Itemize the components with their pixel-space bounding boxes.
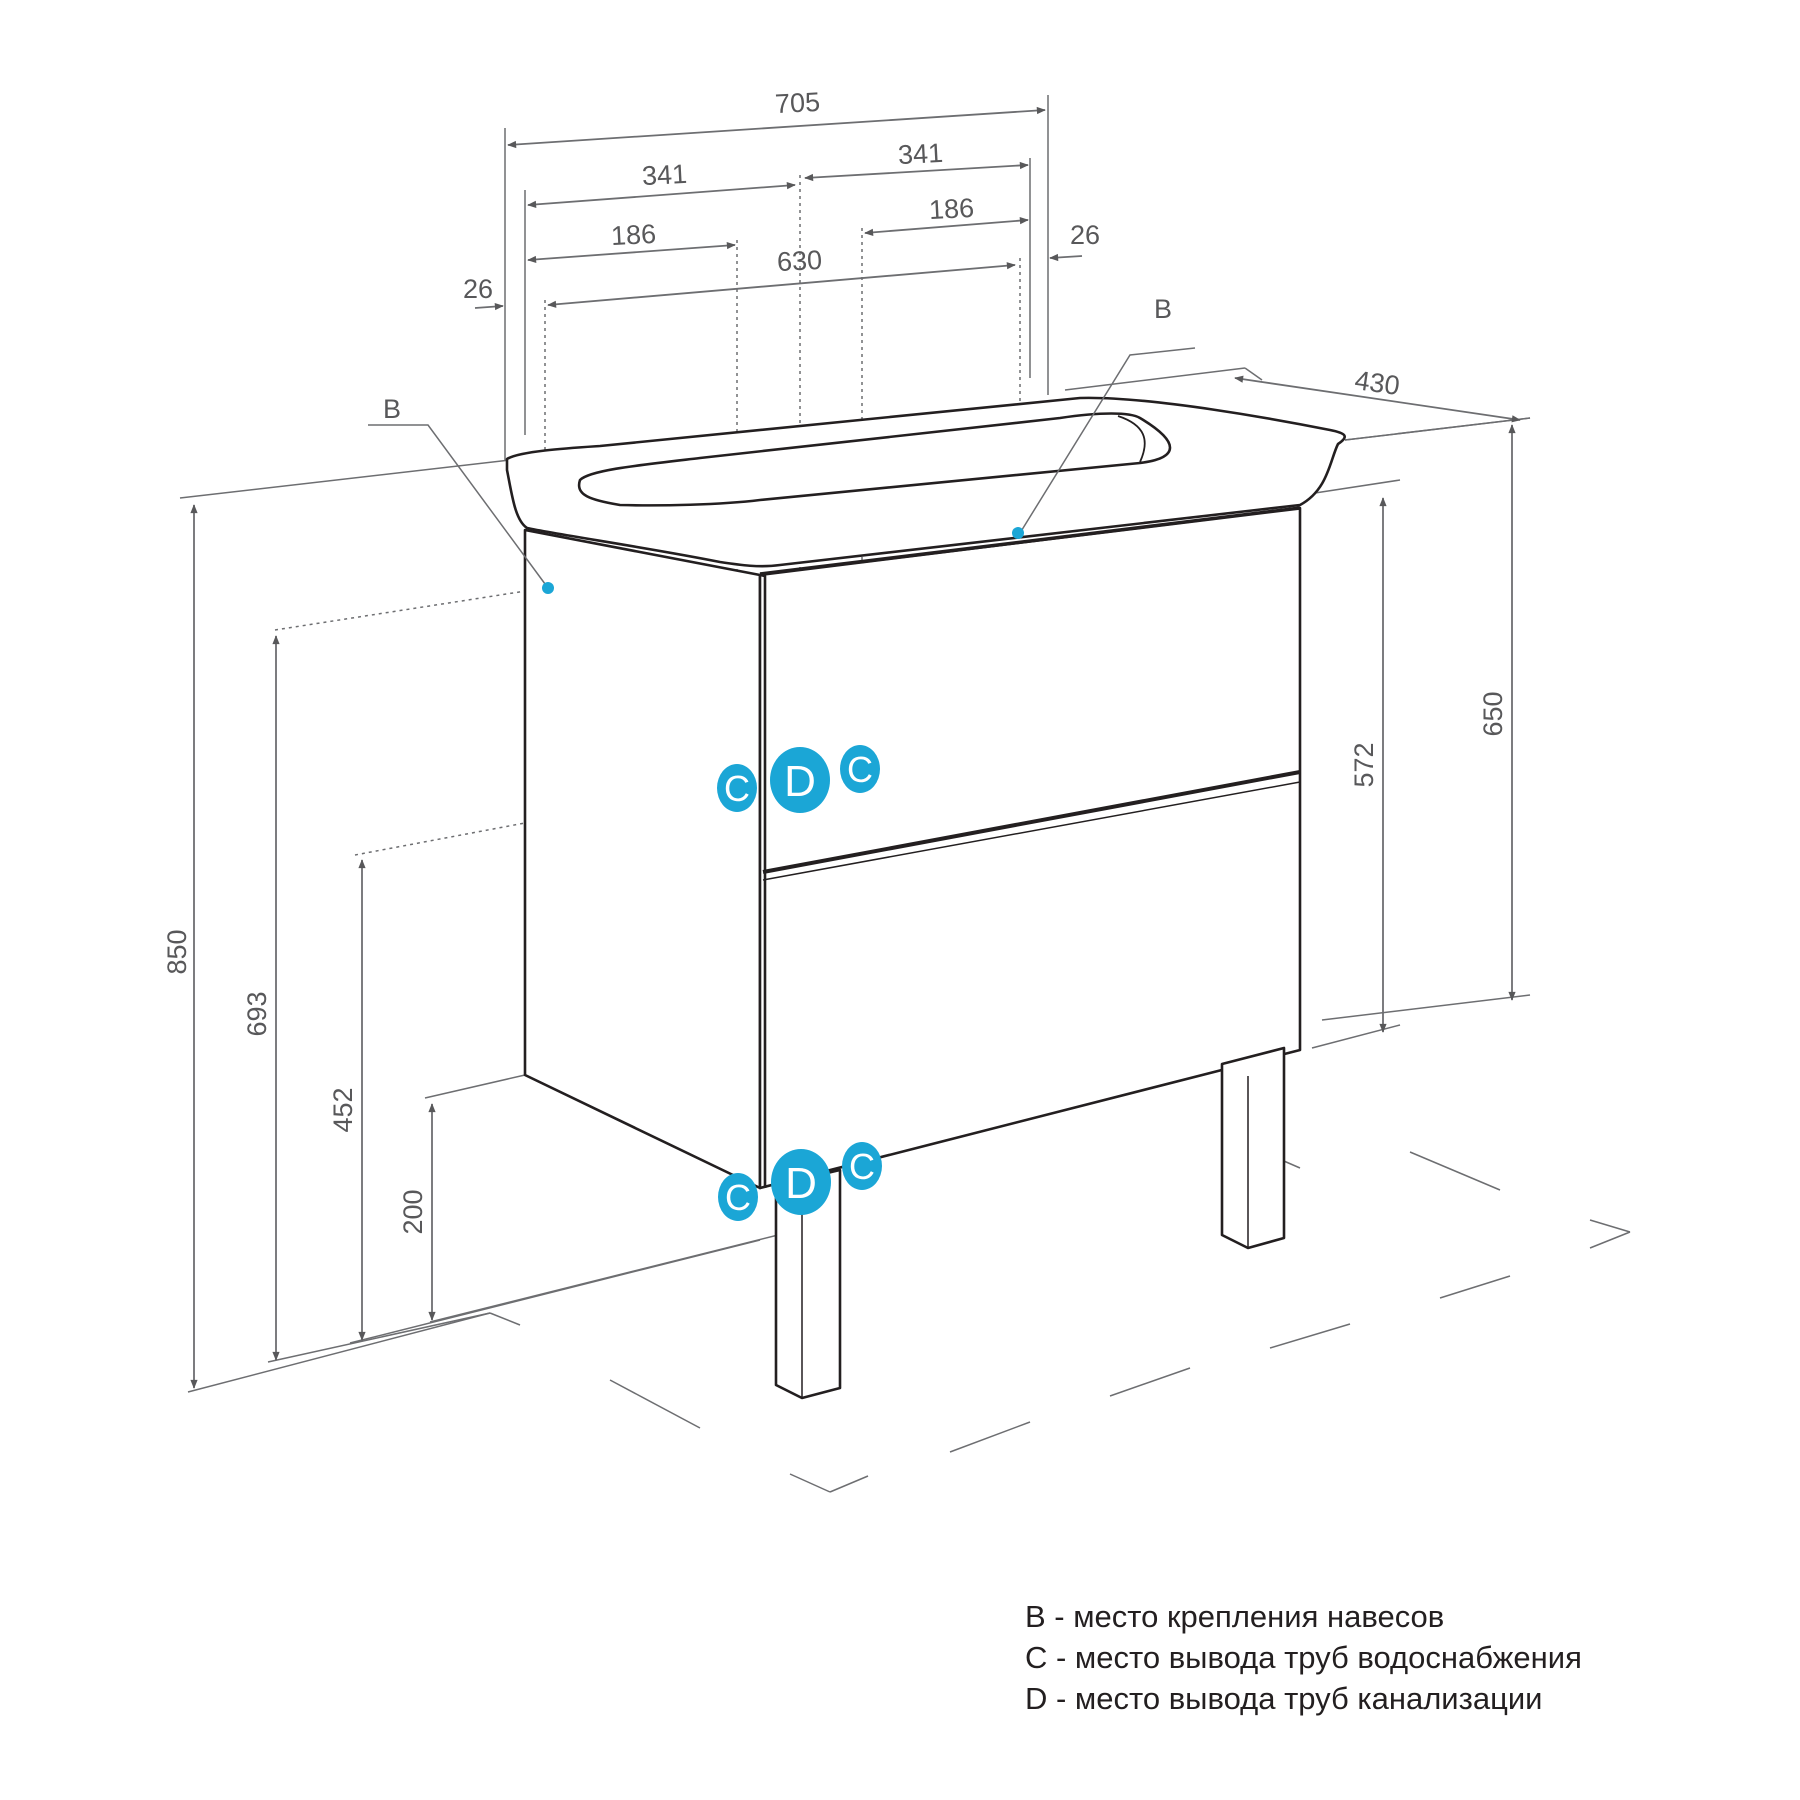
dim-front-height: 572 xyxy=(1349,742,1379,787)
dim-line-right-inner xyxy=(864,217,1029,236)
cabinet xyxy=(523,506,1302,1190)
dim-right-inner: 186 xyxy=(928,193,975,225)
marker-c-upper-left-letter: C xyxy=(724,768,750,809)
mount-point-left xyxy=(542,582,554,594)
b-leaders xyxy=(368,347,1196,589)
label-b-left: B xyxy=(383,394,401,424)
markers-upper: C D C xyxy=(717,745,880,813)
dimension-lines xyxy=(190,106,1521,1389)
marker-d-upper xyxy=(770,747,830,813)
marker-d-lower-letter: D xyxy=(785,1159,817,1208)
markers-lower: C D C xyxy=(718,1142,882,1221)
dim-total-height: 850 xyxy=(162,929,192,974)
dim-line-depth xyxy=(1234,375,1521,423)
dim-overall-width: 705 xyxy=(774,87,821,119)
legend: B - место крепления навесов C - место вы… xyxy=(1025,1596,1582,1719)
basin xyxy=(505,396,1346,568)
dim-rear-height: 650 xyxy=(1478,691,1508,736)
dim-supply-height: 452 xyxy=(328,1087,358,1132)
dim-line-overall-width xyxy=(507,106,1046,149)
dim-mount-height: 693 xyxy=(242,991,272,1036)
dim-right-half: 341 xyxy=(897,138,944,170)
dim-line-basin-width xyxy=(547,262,1016,308)
dim-left-offset: 26 xyxy=(463,274,493,304)
dim-line-left-offset xyxy=(474,302,504,311)
dim-right-offset: 26 xyxy=(1070,220,1100,250)
dim-basin-width: 630 xyxy=(776,245,823,277)
label-b-right: B xyxy=(1154,294,1172,324)
dim-line-left-half xyxy=(527,182,796,208)
marker-c-upper-right-letter: C xyxy=(847,749,873,790)
marker-c-upper-right xyxy=(840,745,880,793)
marker-d-lower xyxy=(771,1149,831,1215)
floor-lines xyxy=(489,1151,1631,1493)
dim-drain-height: 200 xyxy=(398,1189,428,1234)
dim-line-left-inner xyxy=(527,241,736,264)
mount-point-right xyxy=(1012,527,1024,539)
dim-left-inner: 186 xyxy=(610,219,657,251)
dim-left-half: 341 xyxy=(641,159,688,191)
dim-line-right-half xyxy=(804,161,1029,182)
legend-item-b: B - место крепления навесов xyxy=(1025,1599,1445,1634)
marker-c-upper-left xyxy=(717,764,757,812)
marker-d-upper-letter: D xyxy=(784,757,816,806)
marker-c-lower-right xyxy=(842,1142,882,1190)
mount-points xyxy=(542,527,1024,594)
legend-item-d: D - место вывода труб канализации xyxy=(1025,1681,1543,1716)
legend-item-c: C - место вывода труб водоснабжения xyxy=(1025,1640,1582,1675)
marker-c-lower-right-letter: C xyxy=(849,1146,875,1187)
marker-c-lower-left-letter: C xyxy=(725,1177,751,1218)
dim-depth: 430 xyxy=(1353,365,1402,401)
marker-c-lower-left xyxy=(718,1173,758,1221)
dim-line-right-offset xyxy=(1049,253,1083,262)
dimension-texts: 705 341 341 186 186 630 26 26 430 850 69… xyxy=(162,87,1508,1235)
